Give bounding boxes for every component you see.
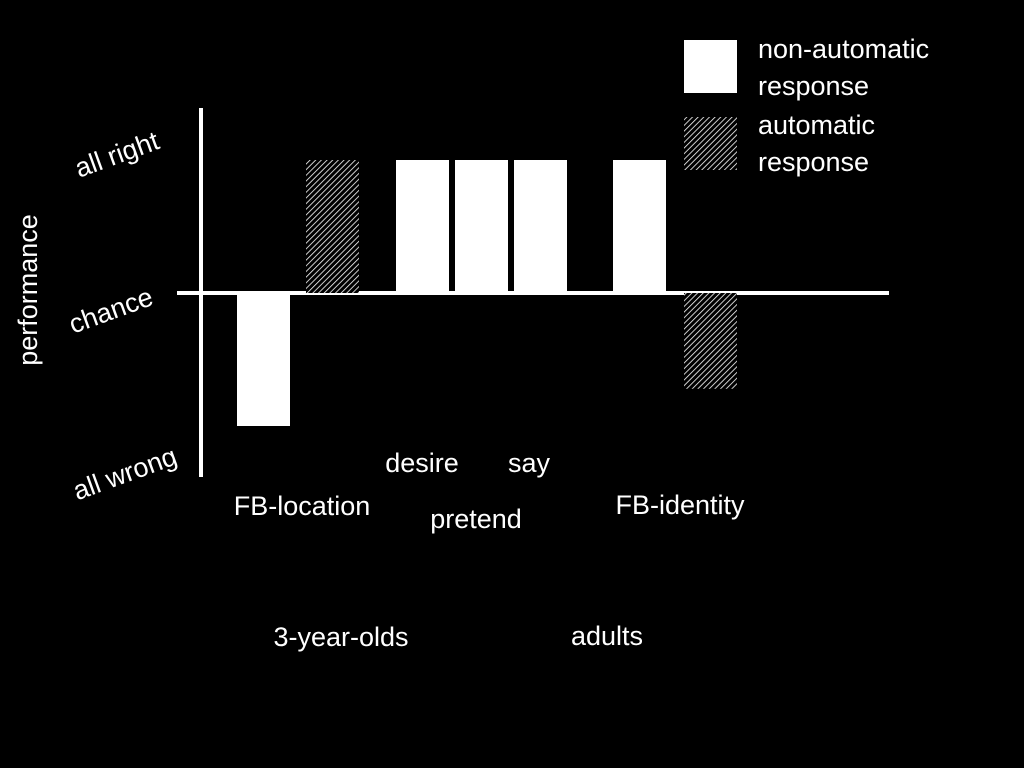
y-tick-all-right: all right	[71, 125, 164, 183]
legend-label-automatic-line2: response	[758, 147, 869, 177]
bar-fb-location-automatic	[306, 160, 359, 293]
bar-fb-identity-automatic	[684, 293, 737, 389]
task-label-fb-location: FB-location	[234, 491, 371, 521]
legend-swatch-automatic	[684, 117, 737, 170]
legend-label-non-automatic-line1: non-automatic	[758, 34, 929, 64]
task-label-say: say	[508, 448, 551, 478]
y-tick-all-wrong: all wrong	[69, 441, 181, 506]
group-label-adults: adults	[571, 621, 643, 651]
bar-say-non-automatic	[514, 160, 567, 293]
bar-pretend-non-automatic	[455, 160, 508, 293]
y-axis-title: performance	[13, 214, 43, 366]
bar-fb-identity-non-automatic	[613, 160, 666, 293]
legend: non-automatic response automatic respons…	[684, 34, 929, 177]
y-tick-chance: chance	[65, 282, 157, 340]
task-label-fb-identity: FB-identity	[615, 490, 745, 520]
bars-group	[237, 160, 737, 426]
group-label-3-year-olds: 3-year-olds	[273, 622, 408, 652]
legend-label-automatic-line1: automatic	[758, 110, 875, 140]
task-label-desire: desire	[385, 448, 459, 478]
bar-fb-location-non-automatic	[237, 293, 290, 426]
task-label-pretend: pretend	[430, 504, 522, 534]
bar-desire-non-automatic	[396, 160, 449, 293]
legend-swatch-non-automatic	[684, 40, 737, 93]
legend-label-non-automatic-line2: response	[758, 71, 869, 101]
